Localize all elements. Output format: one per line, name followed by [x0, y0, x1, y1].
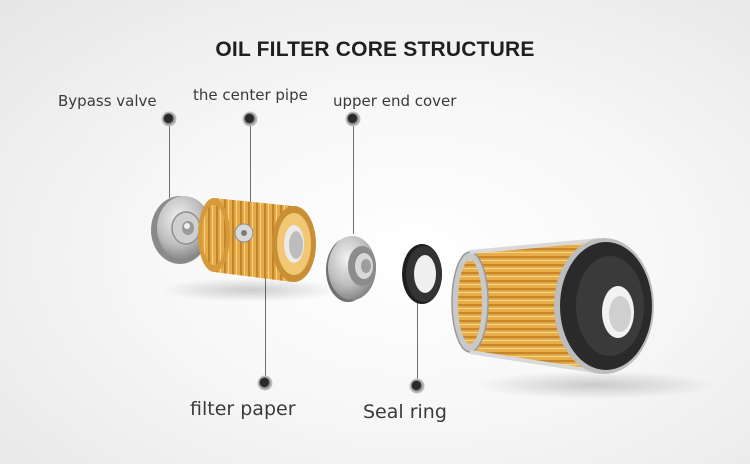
label-upper-end-cover: upper end cover: [333, 92, 457, 110]
label-seal-ring: Seal ring: [363, 401, 447, 423]
leader-line-seal-ring: [417, 300, 418, 382]
label-bypass-valve: Bypass valve: [58, 92, 157, 110]
marker-dot-filter-paper: [259, 377, 271, 389]
leader-line-bypass-valve: [169, 124, 170, 198]
leader-line-filter-paper: [265, 270, 266, 380]
assembled-filter-part: [451, 238, 654, 374]
leader-line-upper-end-cover: [353, 124, 354, 234]
bypass-valve-part: [151, 196, 211, 264]
filter-paper-part: [198, 198, 316, 282]
marker-dot-center-pipe: [244, 113, 256, 125]
page-title: OIL FILTER CORE STRUCTURE: [215, 38, 535, 61]
upper-end-cover-part: [326, 236, 376, 302]
leader-line-center-pipe: [250, 124, 251, 234]
marker-dot-seal-ring: [411, 380, 423, 392]
marker-dot-upper-end-cover: [347, 113, 359, 125]
seal-ring-part: [402, 244, 442, 304]
marker-dot-bypass-valve: [163, 113, 175, 125]
label-filter-paper: filter paper: [190, 398, 296, 420]
label-center-pipe: the center pipe: [193, 86, 308, 104]
